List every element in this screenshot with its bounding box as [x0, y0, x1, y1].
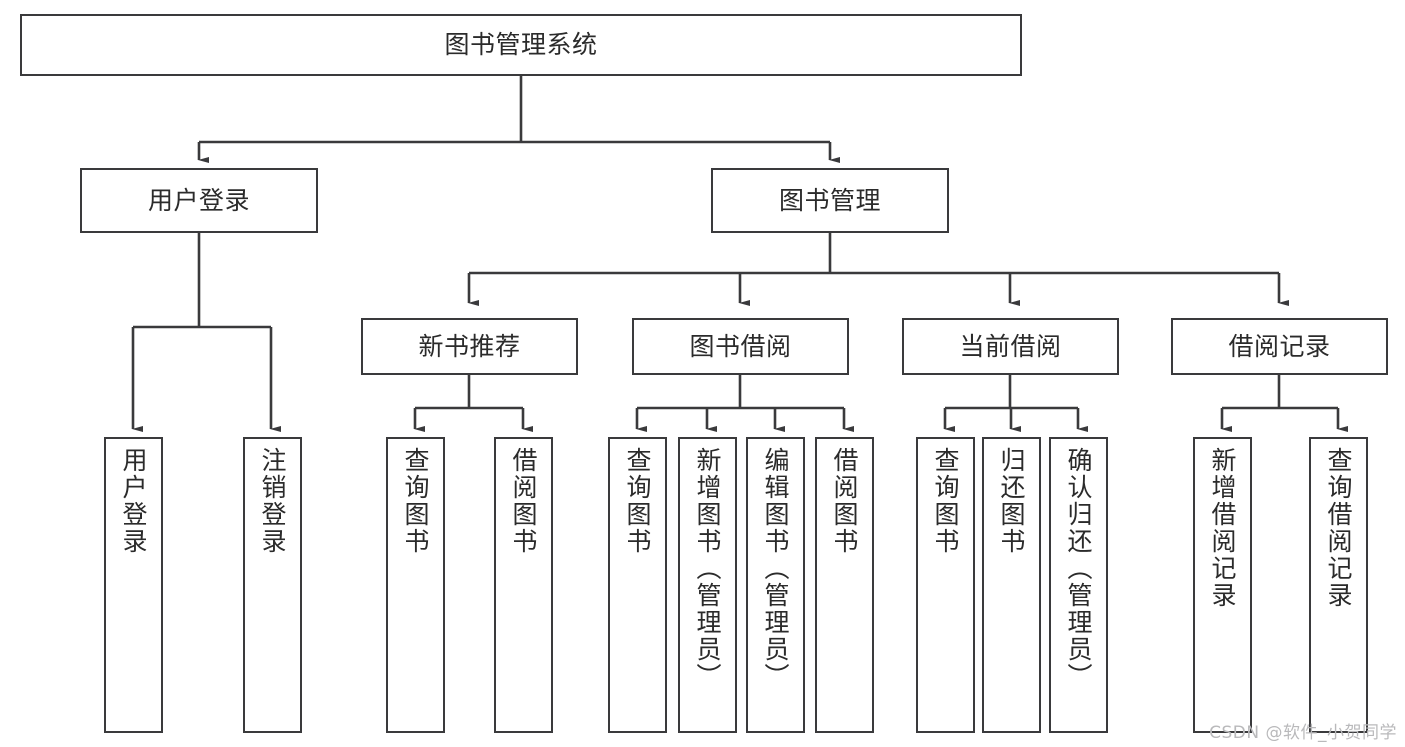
- node-leaf-query-book-3[interactable]: 查询图书: [916, 437, 975, 733]
- node-leaf-query-book-1-label: 查询图书: [401, 447, 430, 555]
- node-leaf-user-logout[interactable]: 注销登录: [243, 437, 302, 733]
- node-leaf-borrow-book-2-label: 借阅图书: [830, 447, 859, 555]
- node-leaf-add-record-label: 新增借阅记录: [1208, 447, 1237, 609]
- node-leaf-borrow-book-2[interactable]: 借阅图书: [815, 437, 874, 733]
- node-leaf-user-logout-label: 注销登录: [258, 447, 287, 555]
- csdn-watermark: CSDN @软件_小贺同学: [1209, 723, 1397, 743]
- node-leaf-return-book[interactable]: 归还图书: [982, 437, 1041, 733]
- node-leaf-user-login[interactable]: 用户登录: [104, 437, 163, 733]
- node-leaf-confirm-return[interactable]: 确认归还（管理员）: [1049, 437, 1108, 733]
- node-book-manage-label: 图书管理: [778, 185, 881, 215]
- node-leaf-query-record[interactable]: 查询借阅记录: [1309, 437, 1368, 733]
- node-leaf-add-book[interactable]: 新增图书（管理员）: [678, 437, 737, 733]
- node-new-book-recommend[interactable]: 新书推荐: [361, 318, 578, 375]
- node-user-login[interactable]: 用户登录: [80, 168, 318, 233]
- node-root[interactable]: 图书管理系统: [20, 14, 1022, 76]
- node-user-login-label: 用户登录: [147, 185, 250, 215]
- node-leaf-edit-book[interactable]: 编辑图书（管理员）: [746, 437, 805, 733]
- node-leaf-add-book-label: 新增图书（管理员）: [693, 447, 722, 690]
- node-leaf-user-login-label: 用户登录: [119, 447, 148, 555]
- node-leaf-confirm-return-label: 确认归还（管理员）: [1064, 447, 1093, 690]
- node-leaf-add-record[interactable]: 新增借阅记录: [1193, 437, 1252, 733]
- node-book-borrow[interactable]: 图书借阅: [632, 318, 849, 375]
- node-leaf-query-record-label: 查询借阅记录: [1324, 447, 1353, 609]
- node-borrow-record[interactable]: 借阅记录: [1171, 318, 1388, 375]
- node-leaf-borrow-book-1[interactable]: 借阅图书: [494, 437, 553, 733]
- node-leaf-edit-book-label: 编辑图书（管理员）: [761, 447, 790, 690]
- node-current-borrow-label: 当前借阅: [959, 331, 1062, 361]
- node-leaf-return-book-label: 归还图书: [997, 447, 1026, 555]
- node-leaf-query-book-2-label: 查询图书: [623, 447, 652, 555]
- node-leaf-borrow-book-1-label: 借阅图书: [509, 447, 538, 555]
- node-borrow-record-label: 借阅记录: [1228, 331, 1331, 361]
- node-new-book-recommend-label: 新书推荐: [418, 331, 521, 361]
- node-leaf-query-book-1[interactable]: 查询图书: [386, 437, 445, 733]
- node-root-label: 图书管理系统: [444, 30, 598, 60]
- node-leaf-query-book-3-label: 查询图书: [931, 447, 960, 555]
- node-book-manage[interactable]: 图书管理: [711, 168, 949, 233]
- node-current-borrow[interactable]: 当前借阅: [902, 318, 1119, 375]
- node-leaf-query-book-2[interactable]: 查询图书: [608, 437, 667, 733]
- node-book-borrow-label: 图书借阅: [689, 331, 792, 361]
